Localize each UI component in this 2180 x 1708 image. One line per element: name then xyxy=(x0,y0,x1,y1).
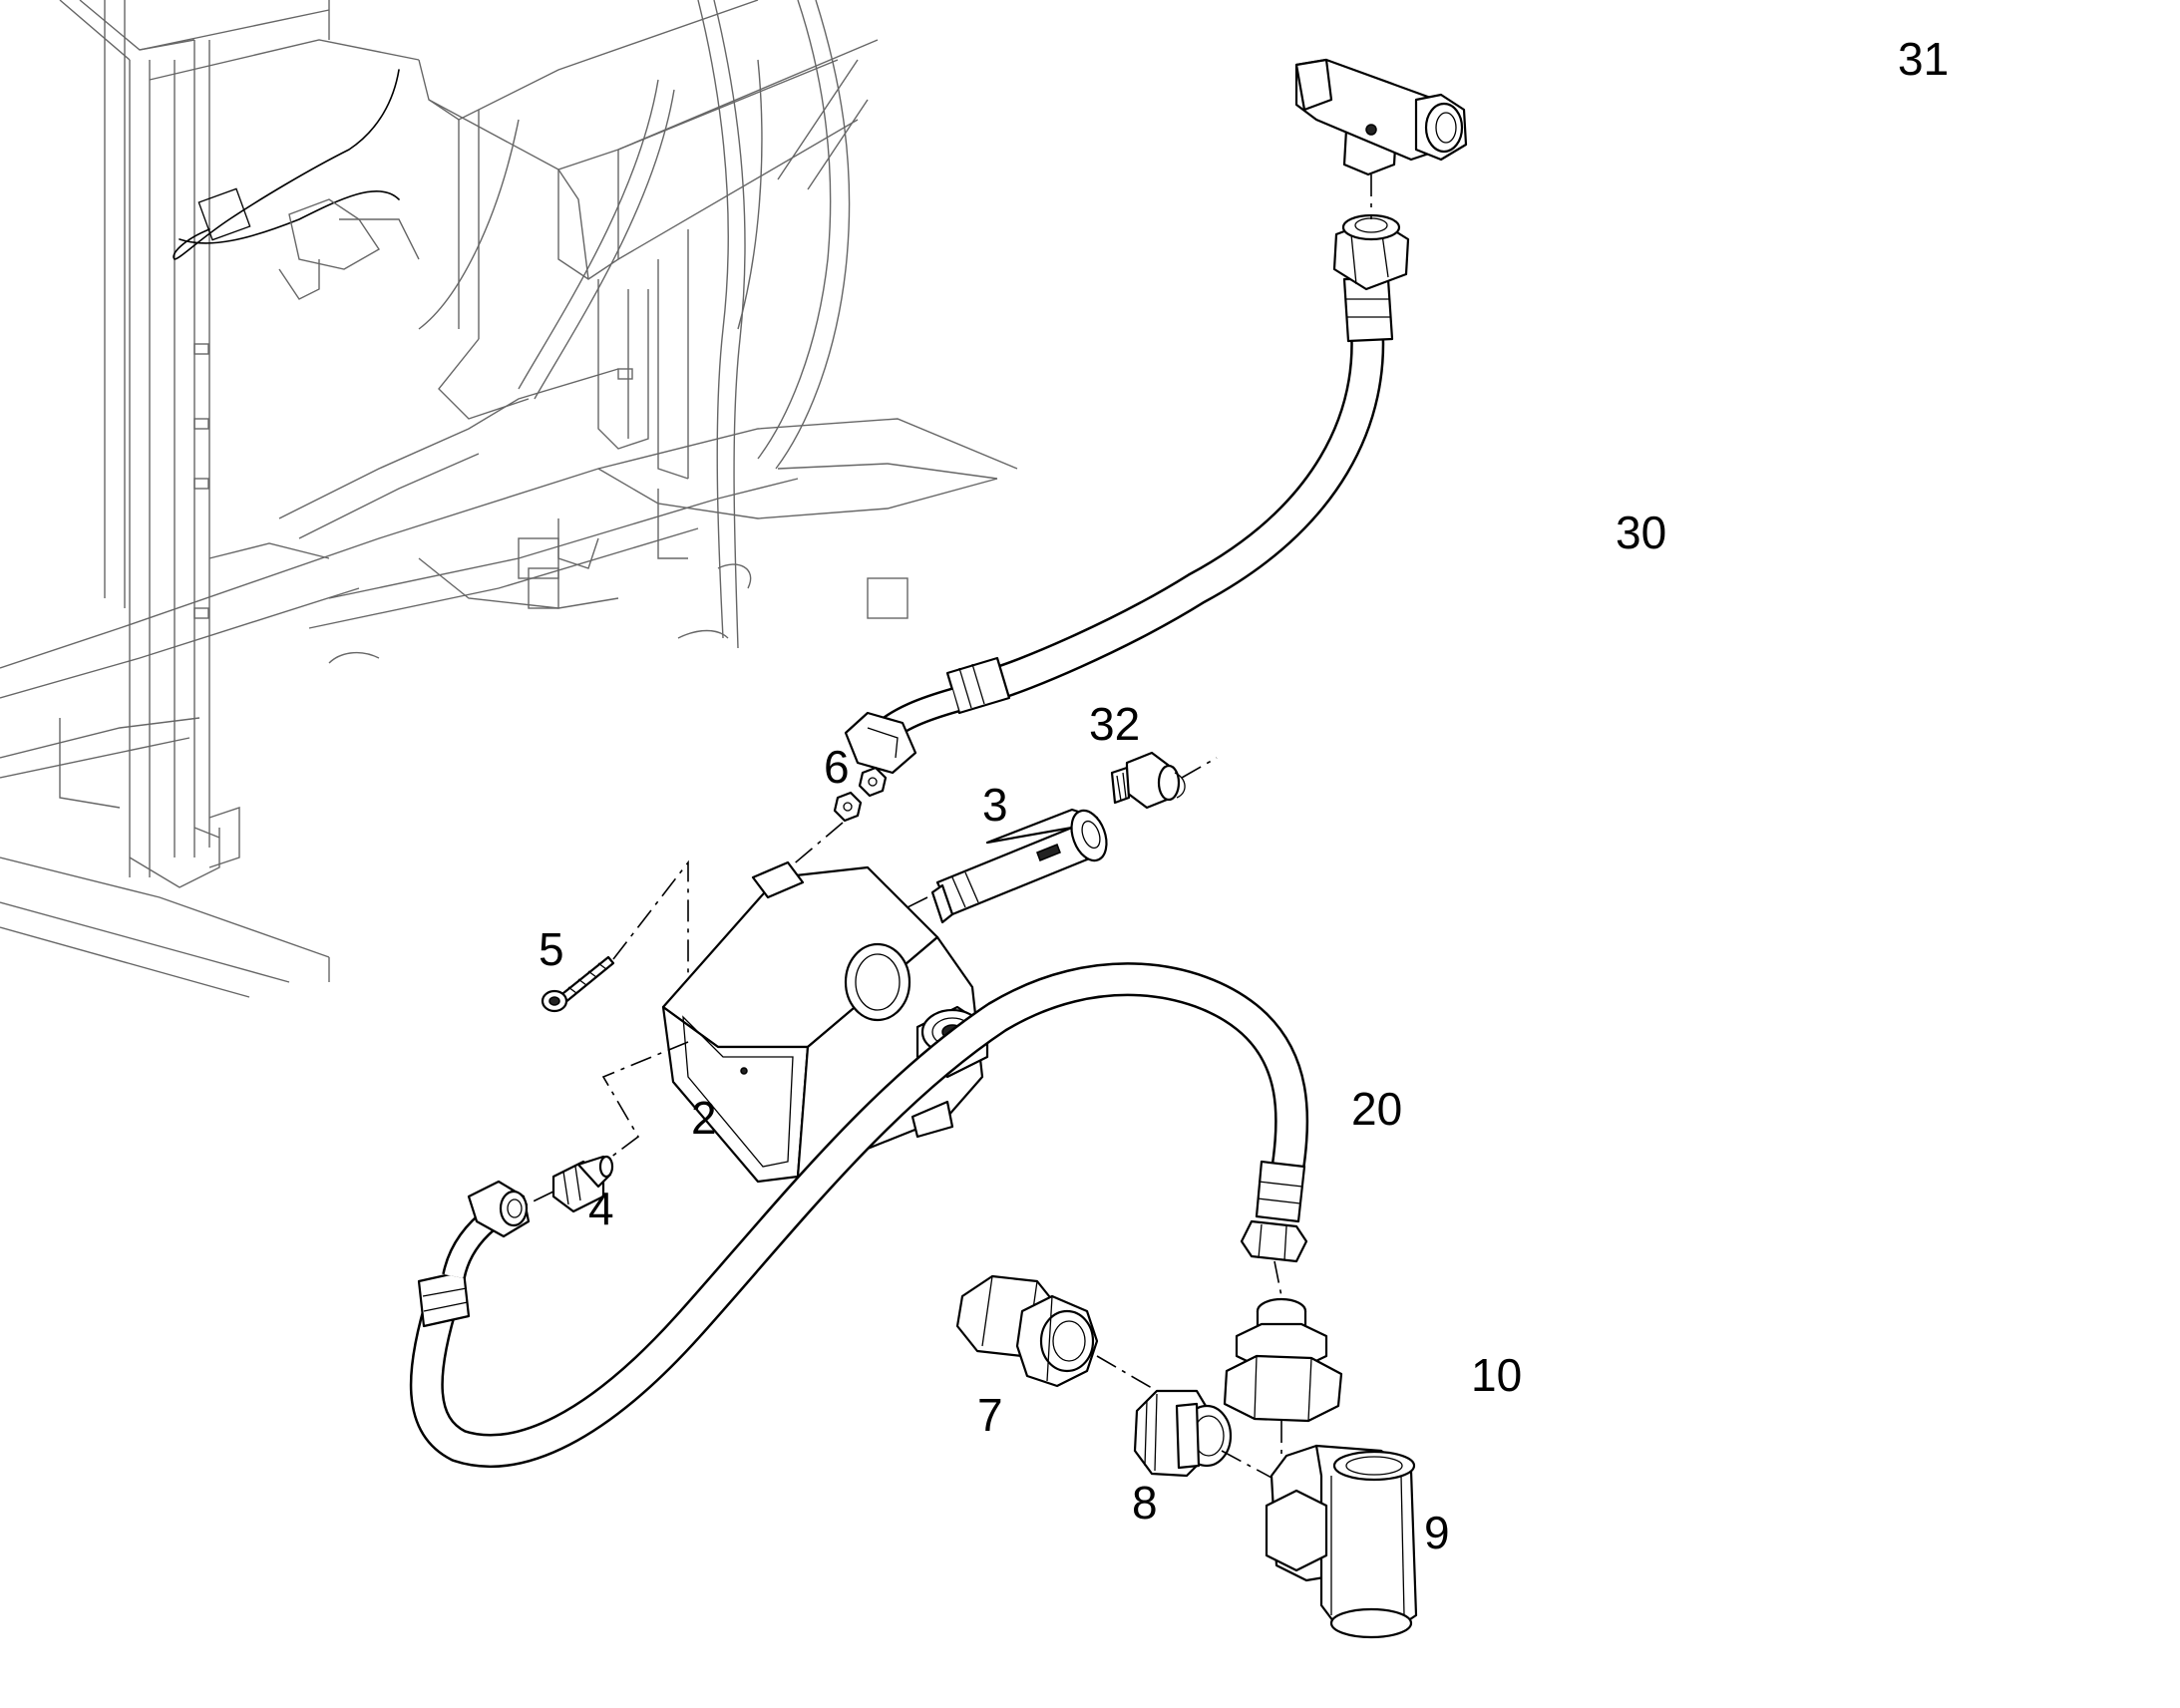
leader-5-2 xyxy=(612,859,689,997)
tee-fitting-31 xyxy=(1294,58,1468,176)
leader-20-10 xyxy=(1273,1260,1282,1297)
adapter-32 xyxy=(1110,751,1186,810)
callout-8: 8 xyxy=(1132,1477,1158,1529)
callout-30: 30 xyxy=(1616,507,1666,558)
hose-20 xyxy=(409,962,1309,1468)
callout-7: 7 xyxy=(977,1389,1003,1441)
fitting-10 xyxy=(1223,1297,1343,1423)
callout-20: 20 xyxy=(1351,1083,1402,1135)
callout-labels: 31 30 32 6 3 5 2 20 4 10 7 8 9 xyxy=(539,33,1949,1558)
leader-32-30 xyxy=(1181,757,1218,779)
adapter-4 xyxy=(551,1155,614,1213)
pressure-switch-3 xyxy=(930,808,1108,924)
screw-5 xyxy=(541,955,615,1013)
callout-3: 3 xyxy=(982,779,1008,831)
machine-frame-background xyxy=(0,0,1018,998)
callout-4: 4 xyxy=(588,1183,614,1234)
switch-housing-2 xyxy=(661,860,989,1184)
nuts-6 xyxy=(833,766,888,823)
hose-30 xyxy=(844,213,1410,775)
callout-10: 10 xyxy=(1471,1349,1522,1401)
callout-31: 31 xyxy=(1898,33,1949,85)
callout-32: 32 xyxy=(1089,698,1140,750)
tee-9 xyxy=(1265,1444,1418,1639)
callout-2: 2 xyxy=(691,1092,717,1144)
callout-5: 5 xyxy=(539,923,564,975)
callout-6: 6 xyxy=(824,741,850,793)
leader-2-4 xyxy=(597,1041,689,1168)
callout-9: 9 xyxy=(1424,1507,1450,1558)
adapter-8 xyxy=(1133,1389,1233,1478)
leader-7-8 xyxy=(1096,1355,1158,1392)
nut-7 xyxy=(955,1274,1099,1388)
